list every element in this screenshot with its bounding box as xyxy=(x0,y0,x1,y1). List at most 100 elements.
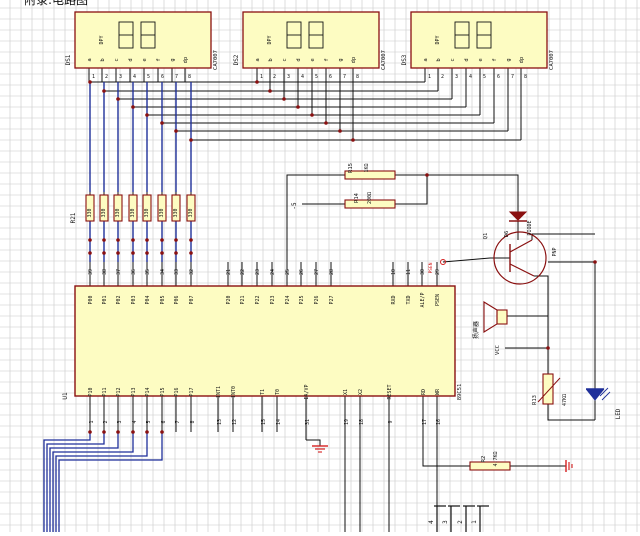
network-junction xyxy=(116,251,120,255)
network-resistor-value: 330 xyxy=(87,208,93,217)
minus-5-label: -5 xyxy=(291,202,298,210)
diode-part: DIODE xyxy=(527,220,533,235)
mcu-top-pin-name: P26 xyxy=(314,295,320,304)
mcu-bottom-pin-name: WR xyxy=(435,388,441,395)
segment-junction xyxy=(324,121,328,125)
p1-junction xyxy=(160,430,164,434)
mcu-bottom-pin-name: P12 xyxy=(116,387,122,396)
header-pin-number: 1 xyxy=(471,520,478,524)
r2-ref: R2 xyxy=(481,456,487,463)
display-pin-name: f xyxy=(156,58,162,61)
mcu-bottom-pin-name: P14 xyxy=(145,387,151,396)
mcu-bottom-pin-name: P17 xyxy=(189,387,195,396)
r13-value: 47KΩ xyxy=(562,394,568,406)
mcu-bottom-pin-name: RD xyxy=(421,389,427,395)
network-junction xyxy=(189,238,193,242)
vcc-label: VCC xyxy=(495,345,501,355)
mcu-bottom-pin-name: T1 xyxy=(260,389,266,395)
rd-wire xyxy=(422,432,470,467)
display-pin-number: 3 xyxy=(119,74,122,80)
mcu-bottom-pin-number: 31 xyxy=(305,419,311,425)
mcu-part: 89C51 xyxy=(457,384,463,401)
p25-wire xyxy=(286,174,345,262)
resistor-r2 xyxy=(469,461,511,471)
display-corner-label: DPY xyxy=(99,35,105,44)
p1-bus xyxy=(52,432,134,532)
display-pin-number: 3 xyxy=(287,74,290,80)
display-pin-number: 1 xyxy=(92,74,95,80)
mcu-top-pin-number: 39 xyxy=(88,269,94,275)
display-pin-name: dp xyxy=(183,57,189,64)
mcu-top-pin-name: RXD xyxy=(391,295,397,304)
mcu-top-pin-number: 36 xyxy=(131,269,137,275)
display-ds1 xyxy=(74,11,212,69)
diode-d6 xyxy=(508,211,528,221)
mcu-bottom-pin-name: INT0 xyxy=(231,386,237,398)
r14-value: 200Ω xyxy=(367,192,373,204)
transistor-q1 xyxy=(493,231,547,285)
display-pin-number: 3 xyxy=(455,74,458,80)
display-pin-name: dp xyxy=(519,57,525,64)
display-pin-name: f xyxy=(324,58,330,61)
display-pin-number: 7 xyxy=(175,74,178,80)
components xyxy=(74,11,611,472)
psen-marker: PSEN xyxy=(428,262,434,273)
segment-junction xyxy=(296,105,300,109)
display-pin-number: 5 xyxy=(147,74,150,80)
emitter-wire xyxy=(534,275,549,320)
network-resistor xyxy=(186,194,196,222)
p1-junction xyxy=(145,430,149,434)
network-junction xyxy=(131,238,135,242)
mcu-top-pin-name: P27 xyxy=(329,295,335,304)
mcu-top-pin-number: 37 xyxy=(116,269,122,275)
mcu-top-pin-name: PSEN xyxy=(435,294,441,306)
network-junction xyxy=(174,251,178,255)
display-pin-name: a xyxy=(423,58,429,61)
network-ref: R21 xyxy=(70,212,77,223)
mcu-bottom-pin-name: RESET xyxy=(387,384,393,399)
psen-probe xyxy=(440,259,446,265)
p1-junction xyxy=(116,430,120,434)
mcu-bottom-pin-number: 7 xyxy=(175,420,181,423)
display-ref: DS1 xyxy=(65,54,72,65)
network-resistor-value: 330 xyxy=(115,208,121,217)
display-pin-name: g xyxy=(338,58,344,61)
resistor-r15 xyxy=(344,170,396,180)
psen-wire xyxy=(442,257,491,263)
p1-junction xyxy=(88,430,92,434)
mcu-bottom-pin-number: 4 xyxy=(132,420,138,423)
p1-bus xyxy=(58,432,163,532)
mcu-top-pin-name: TXD xyxy=(406,295,412,304)
mcu-bottom-pin-number: 14 xyxy=(276,419,282,425)
display-pin-number: 6 xyxy=(497,74,500,80)
display-corner-label: DPY xyxy=(267,35,273,44)
display-pin-number: 2 xyxy=(105,74,108,80)
display-pin-number: 4 xyxy=(469,74,472,80)
network-junction xyxy=(131,251,135,255)
display-ref: DS3 xyxy=(401,54,408,65)
display-pin-name: dp xyxy=(351,57,357,64)
collector-wire xyxy=(531,233,595,240)
display-pin-number: 6 xyxy=(329,74,332,80)
mcu-bottom-pin-number: 16 xyxy=(436,419,442,425)
segment-junction xyxy=(88,80,92,84)
mcu-top-pin-name: P02 xyxy=(116,295,122,304)
display-pin-number: 5 xyxy=(483,74,486,80)
transistor-part: PNP xyxy=(552,247,558,256)
mcu-top-pin-number: 29 xyxy=(435,269,441,275)
transistor-ref: Q1 xyxy=(483,233,489,240)
network-resistor xyxy=(85,194,95,222)
network-resistor xyxy=(128,194,138,222)
mcu-top-pin-number: 24 xyxy=(270,269,276,275)
mcu-bottom-pin-number: 9 xyxy=(388,420,394,423)
mcu-top-pin-number: 33 xyxy=(174,269,180,275)
display-pin-name: d xyxy=(296,58,302,61)
display-pin-name: b xyxy=(100,58,106,61)
mcu-top-pin-name: P24 xyxy=(285,295,291,304)
display-pin-name: g xyxy=(170,58,176,61)
mcu-top-pin-number: 32 xyxy=(189,269,195,275)
mcu-top-pin-name: P04 xyxy=(145,295,151,304)
segment-junction xyxy=(282,97,286,101)
mcu-bottom-pin-name: P10 xyxy=(88,387,94,396)
